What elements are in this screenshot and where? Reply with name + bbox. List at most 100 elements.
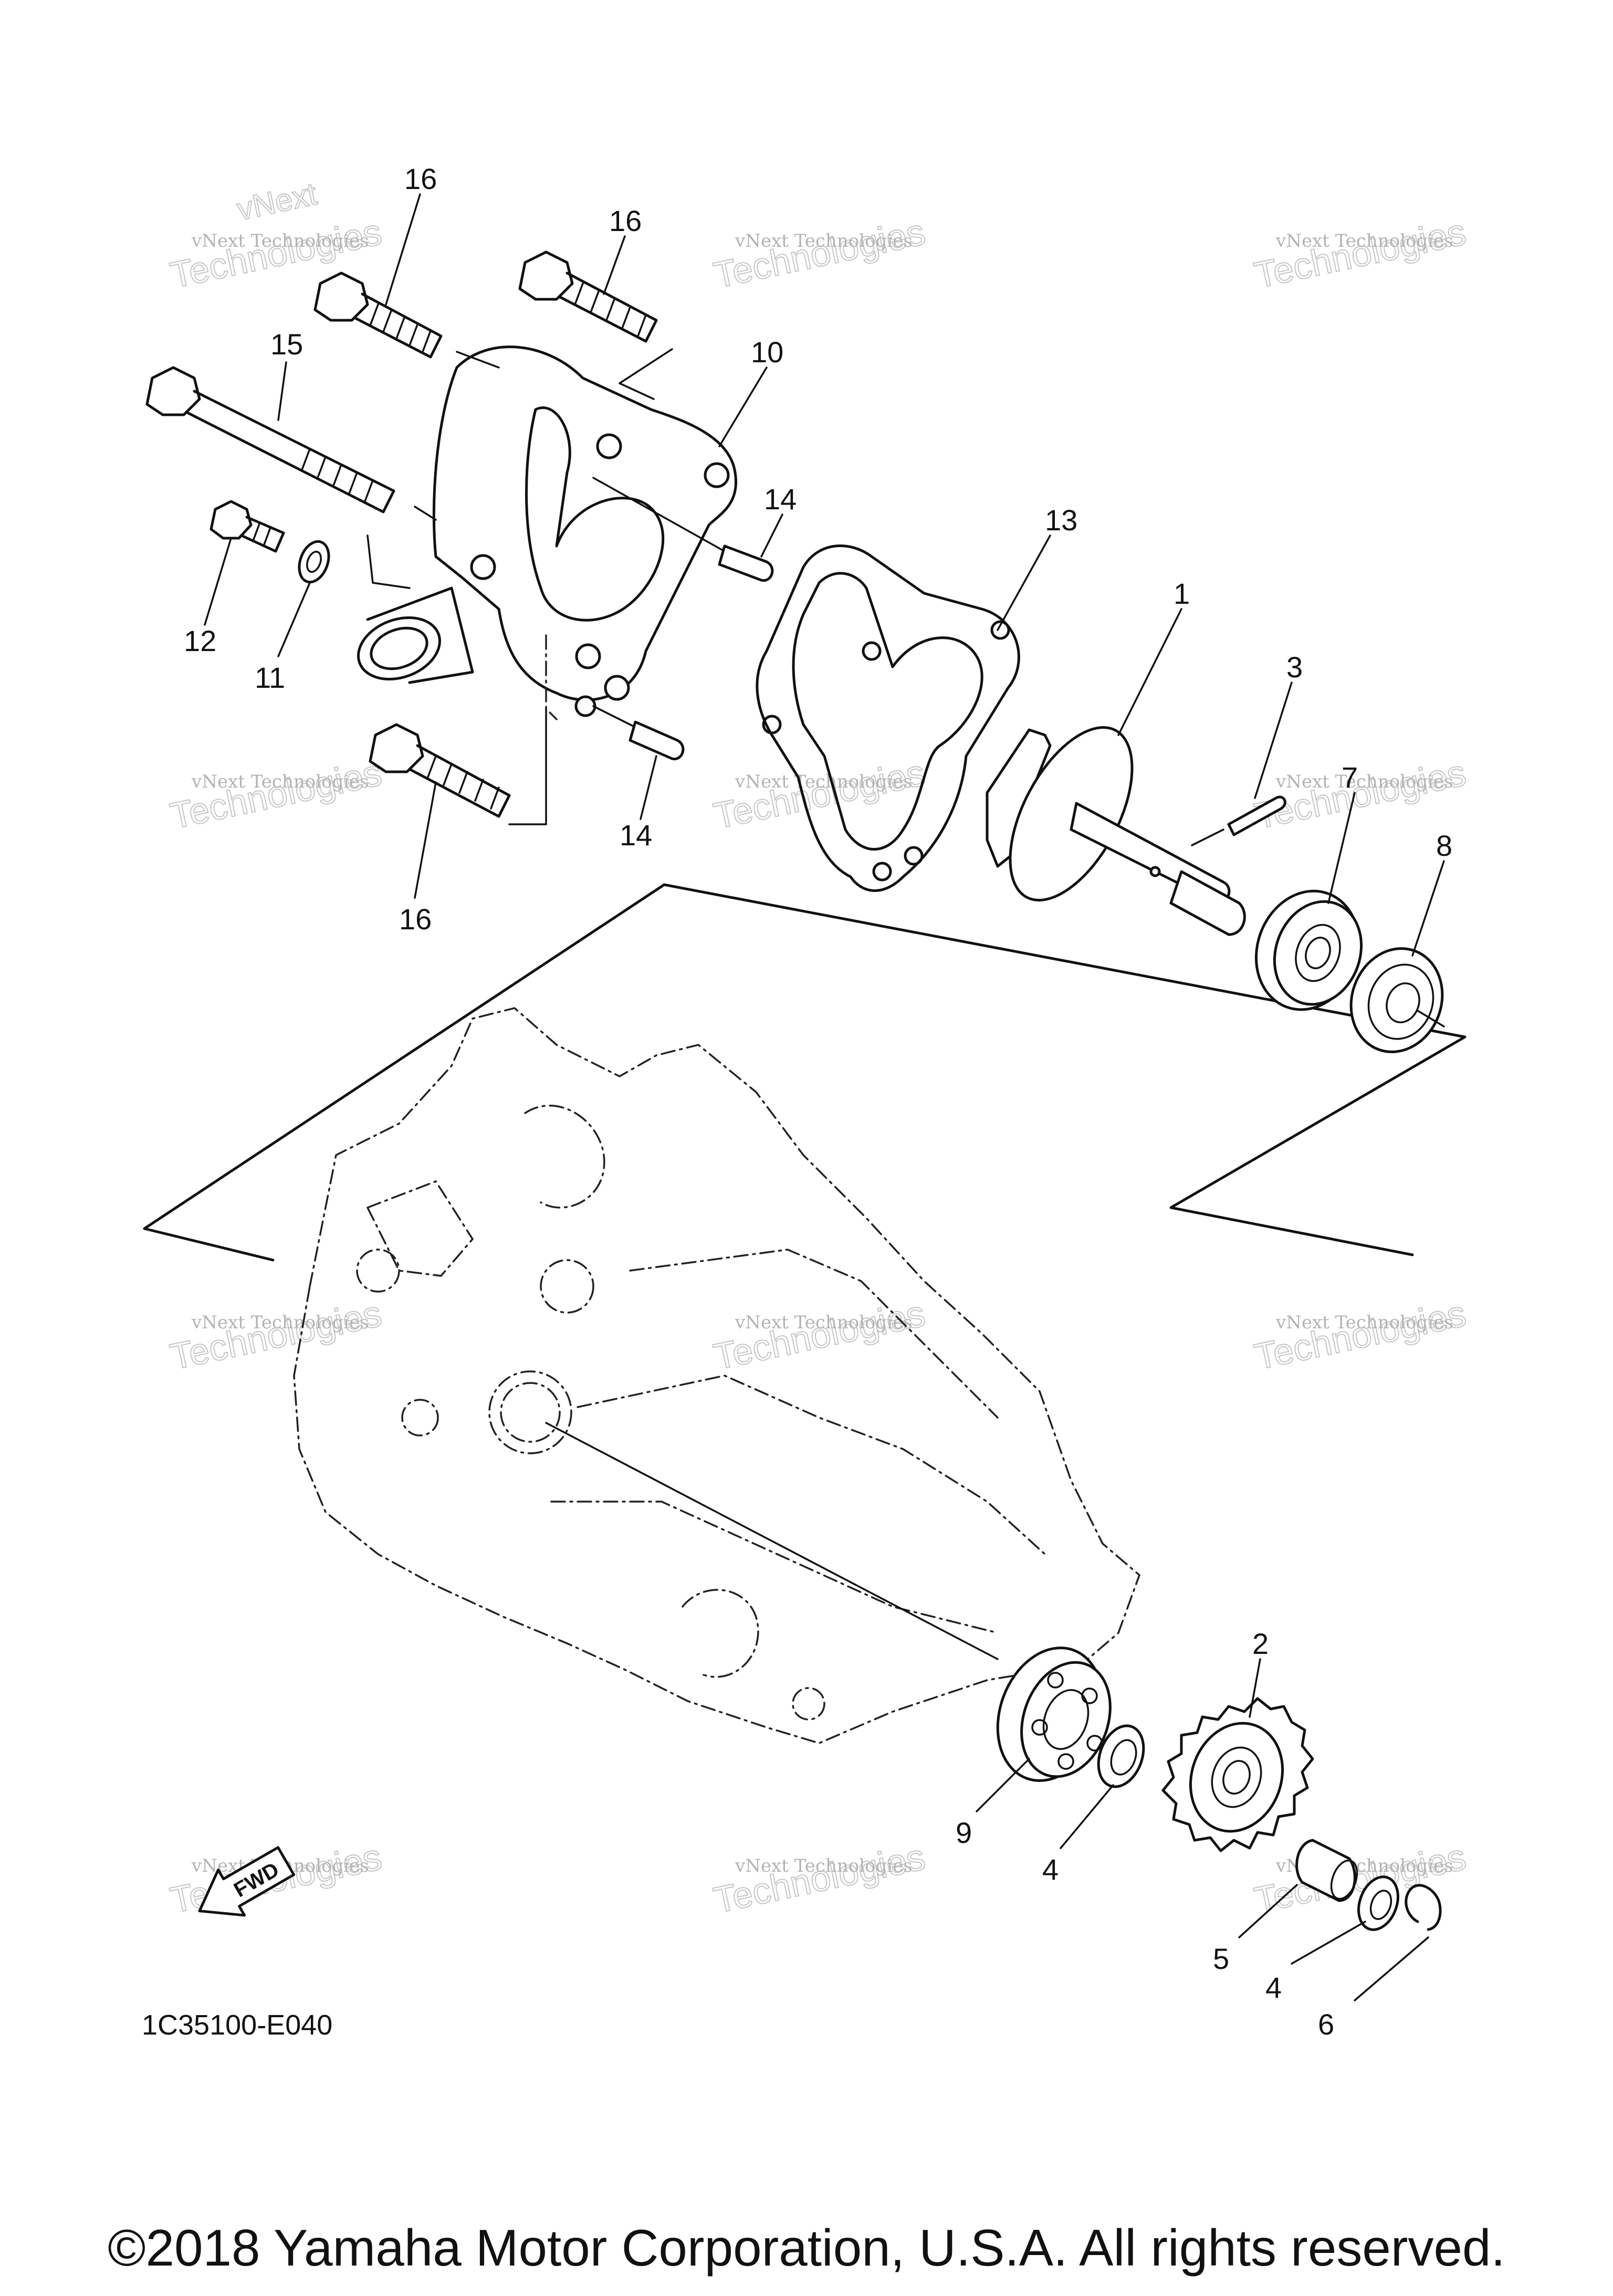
pin-axis-leader [592, 477, 726, 552]
bolt-part-16-top-right [518, 250, 673, 400]
impeller-pin-leader [1191, 829, 1224, 846]
washer-outer [1357, 1875, 1399, 1931]
svg-text:Technologies: Technologies [710, 752, 929, 836]
crankcase-boss-3 [540, 1259, 594, 1314]
svg-text:vNext Technologies: vNext Technologies [191, 230, 369, 251]
leader-12 [204, 537, 232, 626]
crankcase-ridge-4 [577, 1375, 1046, 1555]
callout-9: 9 [956, 1816, 972, 1849]
bolt-part-15 [145, 366, 437, 521]
svg-text:Technologies: Technologies [1251, 211, 1470, 296]
svg-text:Technologies: Technologies [710, 211, 929, 296]
leader-1 [1117, 608, 1182, 736]
figure-code: 1C35100-E040 [142, 2009, 332, 2041]
bolt-part-16-top-left [313, 271, 500, 369]
impeller-shaft-end [1169, 870, 1246, 936]
crankcase-ridge-2 [524, 1105, 605, 1209]
gasket-bolt-hole-3 [762, 715, 782, 735]
gasket-bolt-hole-5 [904, 846, 924, 866]
washer-inner [1369, 1890, 1392, 1920]
watermark-mid-right: vNext Technologies Technologies [1251, 751, 1470, 837]
bolt-head [145, 366, 201, 416]
pump-housing-part-10 [357, 345, 737, 720]
leader-16a [385, 193, 421, 306]
svg-text:vNext Technologies: vNext Technologies [191, 771, 369, 792]
bearing-inner-race [1042, 1689, 1090, 1750]
svg-text:Technologies: Technologies [167, 1293, 385, 1377]
seal-axis-leader [1417, 1010, 1445, 1028]
seal-part-7 [1254, 889, 1363, 1011]
pump-housing-body [432, 345, 737, 701]
callout-3: 3 [1286, 651, 1303, 684]
leader-14b [640, 755, 657, 820]
gasket-part-13 [756, 544, 1020, 892]
bolt-thread [369, 303, 432, 353]
crankcase-boss-4 [792, 1687, 825, 1721]
crankcase-bearing-bore-inner [500, 1382, 561, 1443]
leader-5 [1238, 1884, 1298, 1938]
svg-text:vNext Technologies: vNext Technologies [735, 1855, 913, 1876]
callout-7: 7 [1342, 761, 1358, 794]
svg-text:vNext Technologies: vNext Technologies [1275, 771, 1453, 792]
pin-body [629, 720, 685, 760]
callout-16-top-right: 16 [609, 204, 642, 237]
crankcase-boss-1 [356, 1249, 400, 1293]
leader-6 [1354, 1936, 1429, 2001]
crankcase-ridge-1 [366, 1180, 474, 1277]
svg-text:vNext Technologies: vNext Technologies [1275, 1312, 1453, 1333]
bearing-ball-2 [1081, 1687, 1098, 1704]
watermark-mid-center: vNext Technologies Technologies [710, 751, 929, 837]
seal-part-8 [1349, 947, 1445, 1053]
bearing-part-9 [996, 1647, 1112, 1782]
bolt-part-16-lower [369, 708, 547, 825]
watermarks: vNext Technologies Technologies vNext vN… [166, 175, 1470, 1921]
svg-text:vNext Technologies: vNext Technologies [735, 230, 913, 251]
bolt-shank [185, 390, 395, 513]
washer-leader [366, 534, 411, 589]
svg-text:vNext Technologies: vNext Technologies [191, 1312, 369, 1333]
svg-text:Technologies: Technologies [167, 752, 385, 836]
watermark-low-center: vNext Technologies Technologies [710, 1292, 929, 1378]
svg-text:Technologies: Technologies [1251, 1293, 1470, 1377]
collar-body [1295, 1839, 1356, 1902]
leader-14a [760, 513, 783, 558]
bolt-axis-leader [456, 351, 500, 369]
pump-housing-bolt-hole-1 [596, 433, 622, 459]
pump-housing-outlet-pipe-bore [370, 626, 428, 670]
crankcase-reference [143, 883, 1467, 1744]
impeller-part-1 [986, 726, 1246, 936]
gear-hub [1211, 1746, 1262, 1808]
callout-13: 13 [1045, 504, 1077, 537]
callout-16-lower: 16 [399, 903, 432, 936]
bolt-leader [619, 348, 673, 400]
washer-inner [306, 551, 322, 573]
bolt-head [313, 271, 369, 322]
crankcase-bearing-bore [488, 1370, 572, 1454]
bolt-thread [252, 521, 271, 547]
bolt-shank [558, 271, 658, 343]
leader-9 [976, 1758, 1030, 1812]
gear-part-2 [1161, 1697, 1314, 1852]
gasket-outer-edge [756, 544, 1020, 892]
crankcase-frame-left [143, 883, 666, 1262]
crankcase-frame-outline [663, 883, 1467, 1256]
dowel-pin-part-14-upper [592, 477, 774, 582]
pump-housing-bolt-hole-4 [574, 695, 596, 717]
gear-teeth [1161, 1697, 1314, 1852]
callout-10: 10 [751, 336, 783, 369]
pin-body [1227, 795, 1286, 836]
leader-16b [603, 235, 626, 295]
watermark-bottom-center: vNext Technologies Technologies [710, 1836, 929, 1921]
leader-7 [1327, 792, 1356, 904]
leader-4b [1291, 1921, 1366, 1965]
callout-1: 1 [1174, 577, 1190, 610]
pump-housing-bolt-hole-2 [704, 462, 730, 488]
bolt-thread [427, 755, 500, 810]
bolt-thread [574, 282, 647, 337]
circlip-ring [1405, 1884, 1442, 1931]
bearing-ball-4 [1057, 1753, 1074, 1770]
svg-text:Technologies: Technologies [1251, 752, 1470, 836]
washer-outer [298, 540, 330, 584]
pump-housing-inner-cavity [525, 406, 665, 622]
